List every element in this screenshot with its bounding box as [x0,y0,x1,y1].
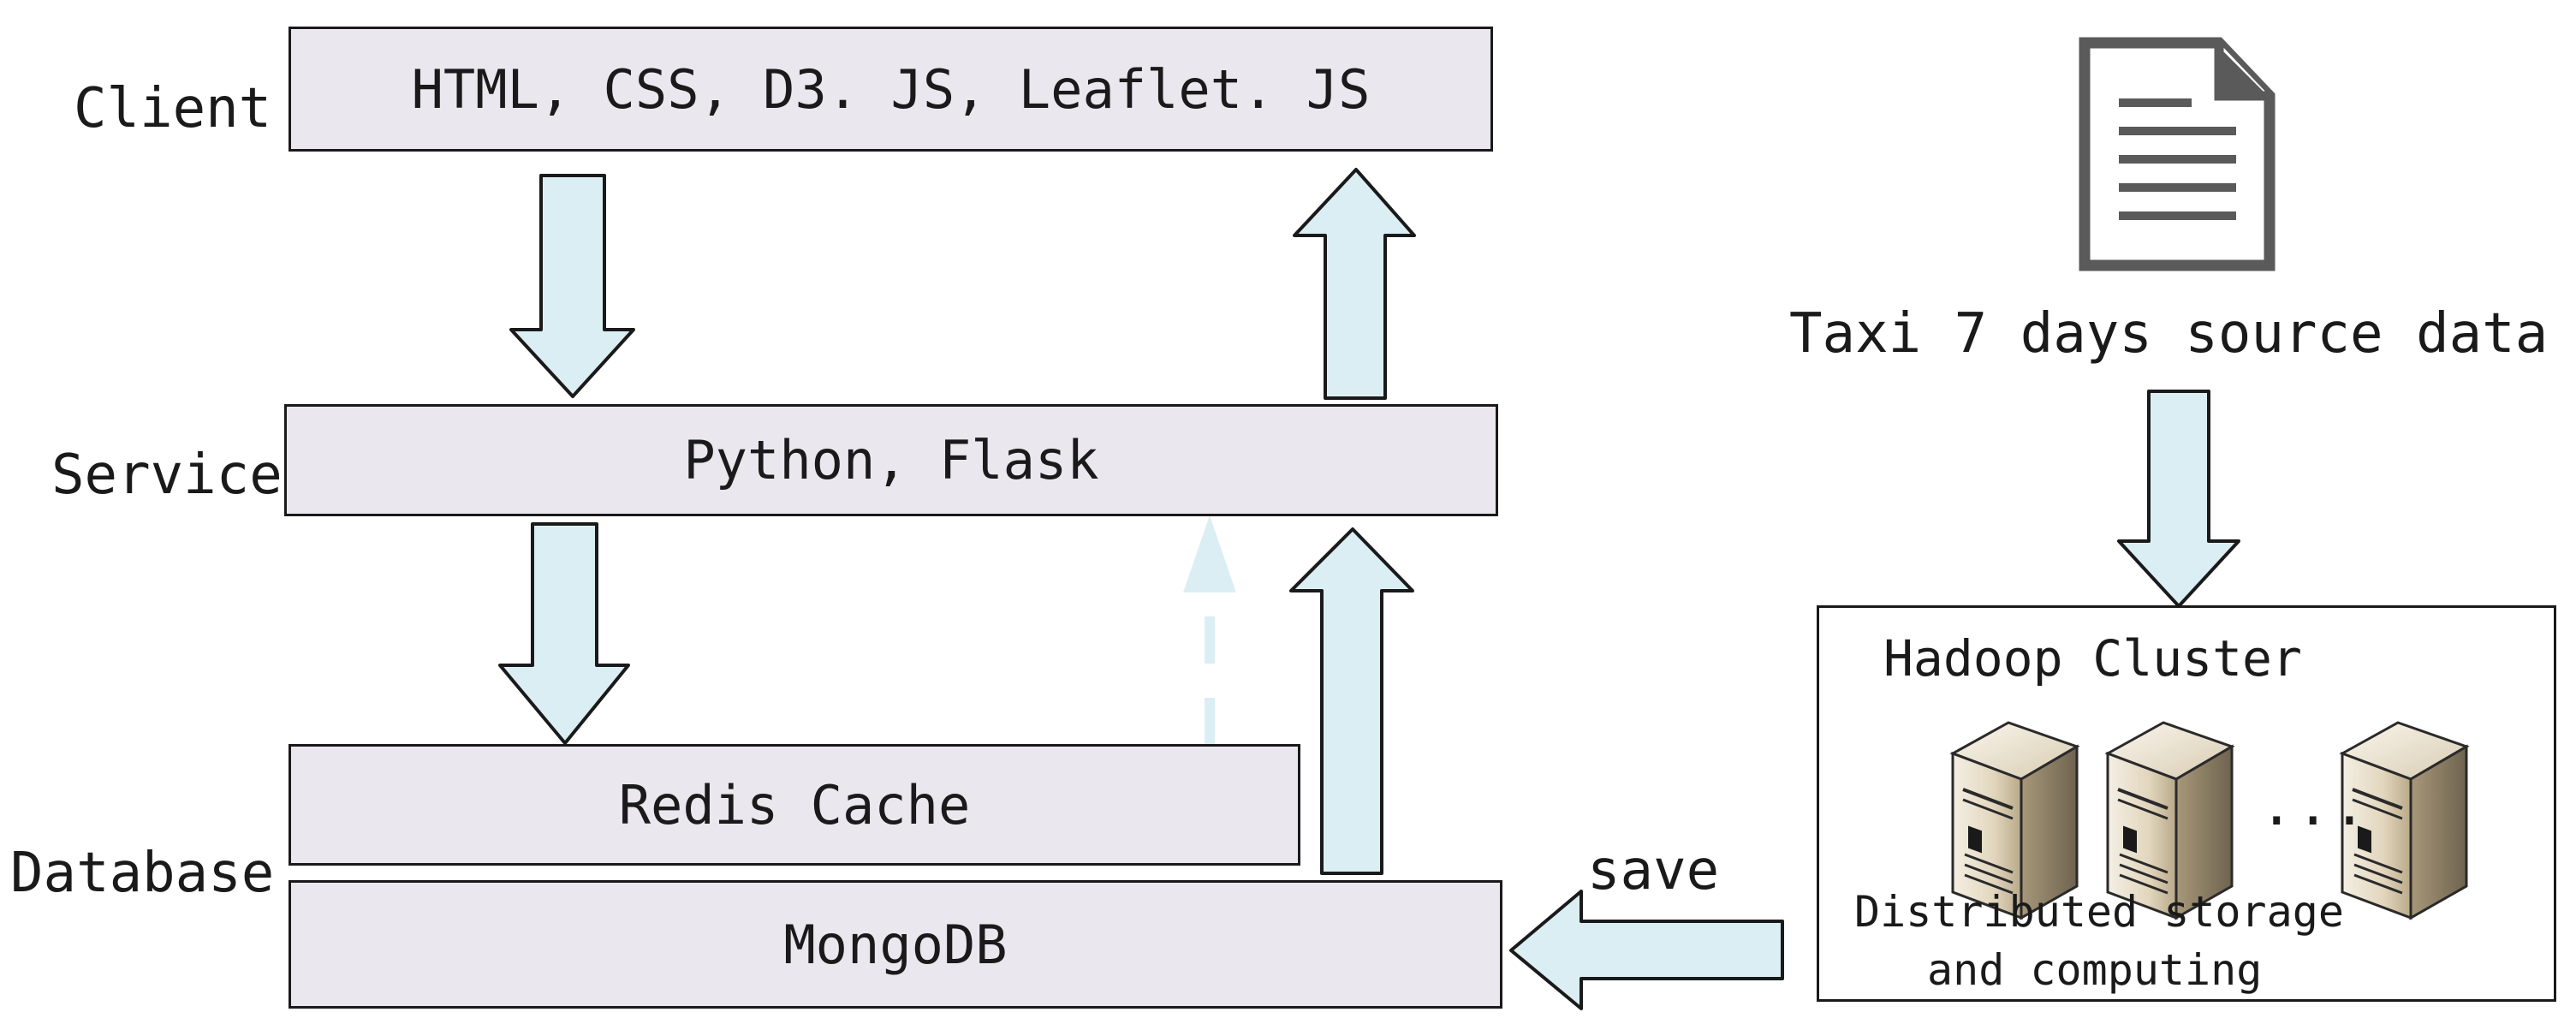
cluster-caption-line2: and computing [1927,945,2263,995]
server-ellipsis: ... [2260,775,2370,838]
layer-label-service: Service [51,444,283,507]
save-edge-label: save [1587,839,1720,902]
arrow-database-to-service [1289,527,1414,875]
arrow-service-to-database [498,522,630,745]
cluster-caption-line1: Distributed storage [1854,887,2344,937]
arrow-cache-to-service-dashed [1183,515,1236,745]
arrow-client-to-service [509,174,635,398]
cluster-title: Hadoop Cluster [1883,629,2302,688]
client-tech-box: HTML, CSS, D3. JS, Leaflet. JS [289,27,1493,152]
source-data-label: Taxi 7 days source data [1789,302,2549,366]
layer-label-database: Database [10,842,275,905]
arrow-service-to-client [1293,168,1416,400]
layer-label-client: Client [74,77,272,140]
mongodb-box: MongoDB [289,880,1502,1009]
arrow-cluster-to-mongodb [1509,890,1784,1010]
redis-cache-box: Redis Cache [289,744,1300,866]
service-tech-box: Python, Flask [284,404,1498,516]
arrow-source-to-cluster [2117,390,2240,608]
document-icon [2079,37,2276,271]
